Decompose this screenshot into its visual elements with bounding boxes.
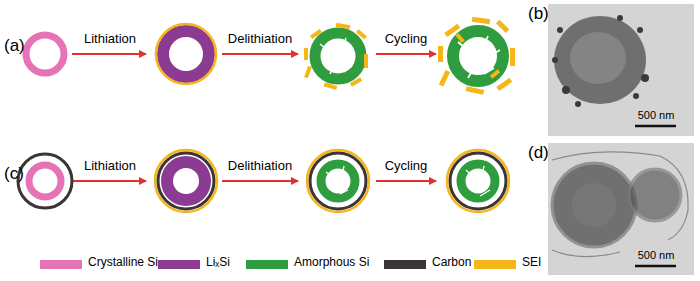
panel-letter: (b)	[528, 4, 549, 24]
legend-label: Crystalline Si	[88, 256, 158, 270]
panel-letter: (a)	[4, 36, 25, 56]
step-label: Cycling	[385, 159, 428, 174]
legend-label: LiₓSi	[206, 256, 230, 270]
legend-swatch	[474, 260, 516, 269]
step-label: Cycling	[385, 32, 428, 47]
step-label: Delithiation	[228, 32, 292, 47]
legend-swatch	[40, 260, 82, 269]
scale-bar-label: 500 nm	[636, 109, 677, 122]
panel-letter: (c)	[4, 164, 24, 184]
legend-label: Carbon	[432, 256, 471, 270]
panel-letter: (d)	[528, 143, 549, 163]
carbon-coated-si-particles	[18, 150, 509, 212]
legend-label: Amorphous Si	[294, 256, 369, 270]
step-label: Lithiation	[84, 159, 136, 174]
bare-si-particles	[26, 17, 515, 95]
legend-swatch	[384, 260, 426, 269]
process-arrows	[72, 54, 436, 181]
scale-bar-label: 500 nm	[636, 249, 677, 262]
tem-image	[548, 143, 694, 275]
tem-image	[548, 4, 694, 136]
step-label: Delithiation	[228, 159, 292, 174]
legend-swatch	[158, 260, 200, 269]
step-label: Lithiation	[84, 32, 136, 47]
legend-swatch	[246, 260, 288, 269]
legend-label: SEI	[522, 256, 541, 270]
